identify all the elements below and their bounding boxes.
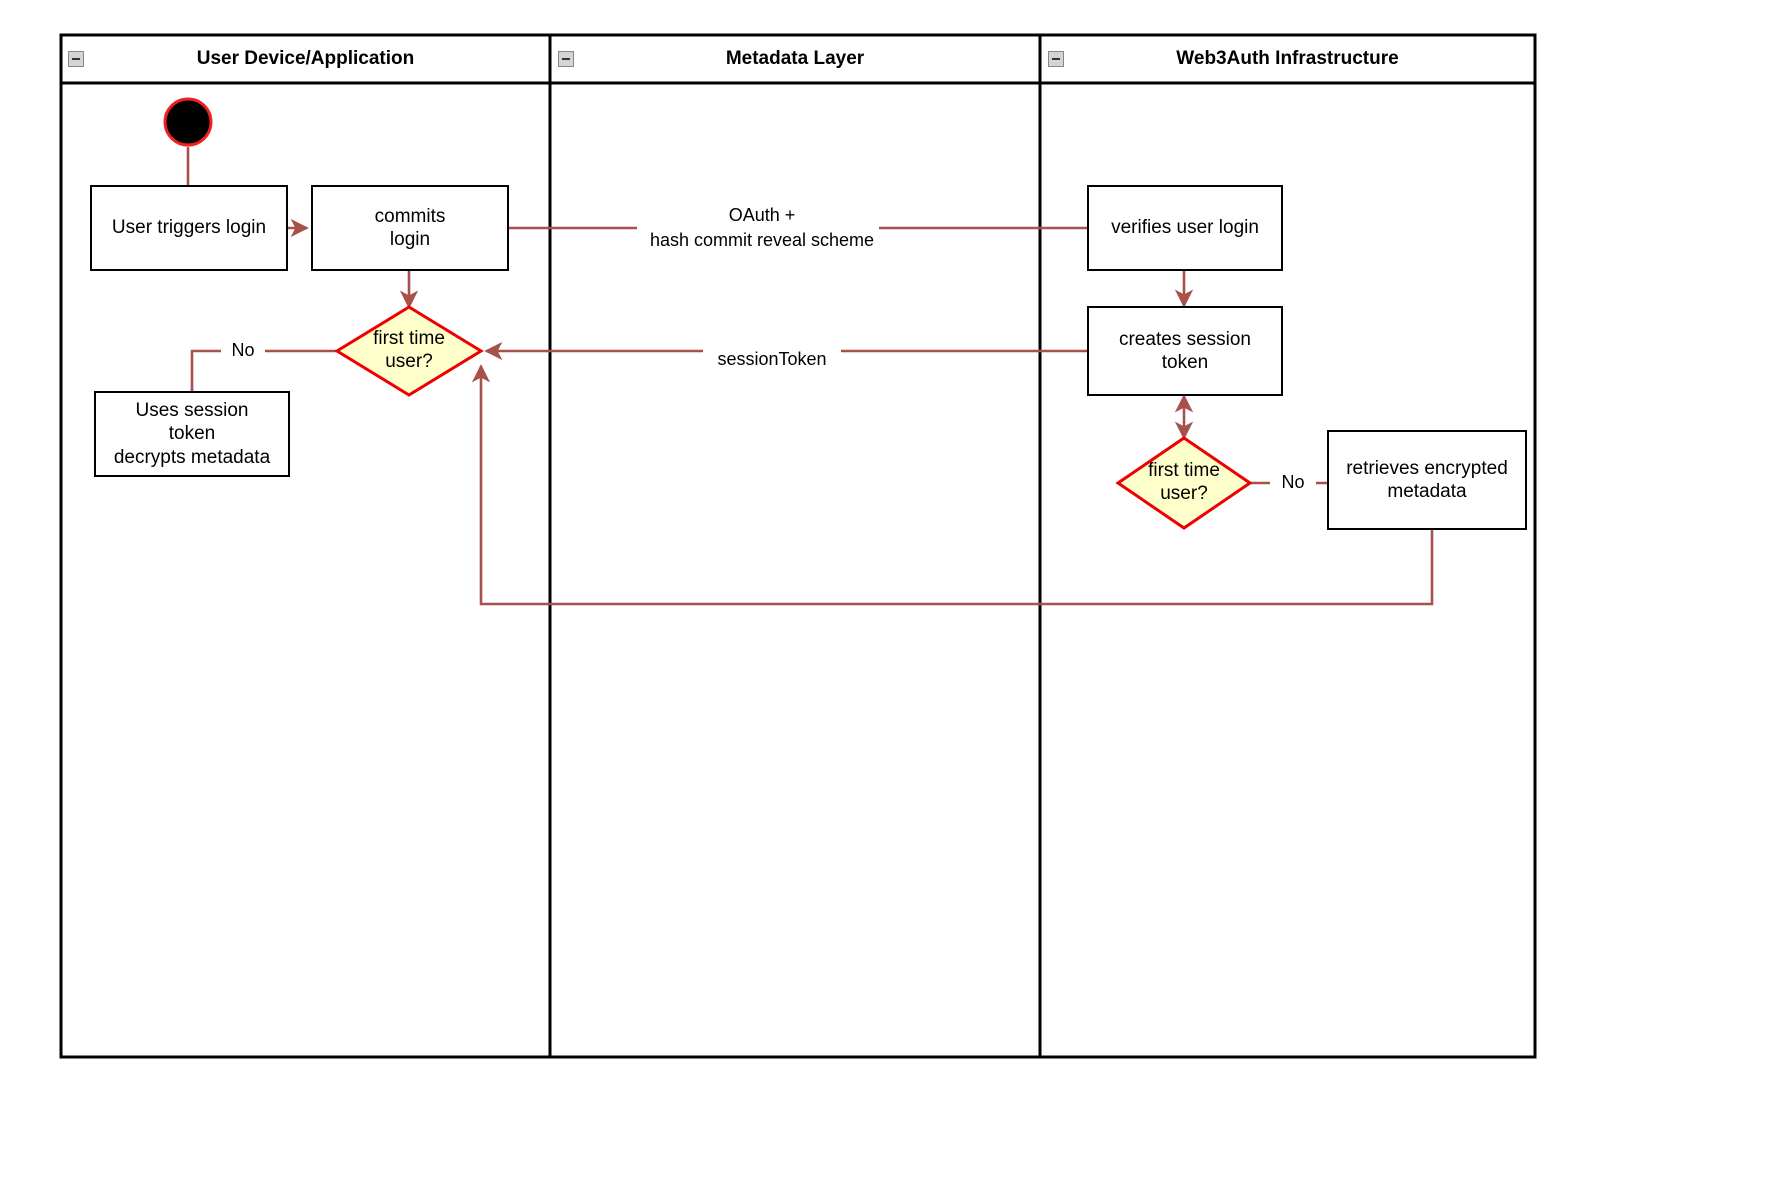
lane-header-user-device: User Device/Application xyxy=(196,48,415,69)
lane-header-web3auth: Web3Auth Infrastructure xyxy=(1176,48,1399,69)
decision-label-client: first time user? xyxy=(373,328,445,372)
node-user-triggers-login[interactable]: User triggers login xyxy=(90,185,288,271)
edge-label-no-client: No xyxy=(221,339,265,363)
collapse-minus-icon-lane-web3auth[interactable] xyxy=(1048,51,1064,67)
swimlane-frame xyxy=(59,33,1537,1059)
node-creates-session-token[interactable]: creates session token xyxy=(1087,306,1283,396)
node-uses-session-token[interactable]: Uses session token decrypts metadata xyxy=(94,391,290,477)
decision-first-time-user-client-shape xyxy=(334,305,484,397)
node-first-time-user-client[interactable]: first time user? xyxy=(337,307,481,395)
node-retrieves-encrypted-metadata[interactable]: retrieves encrypted metadata xyxy=(1327,430,1527,530)
edge-label-oauth-line2: hash commit reveal scheme xyxy=(649,230,875,250)
decision-shapes xyxy=(334,305,1253,530)
edge-label-session-token: sessionToken xyxy=(703,348,841,372)
edge-decision-client-no-2 xyxy=(190,349,221,391)
connector-edges: retrieves encrypted metadata --> Uses se… xyxy=(186,147,1434,606)
decision-first-time-user-server-shape xyxy=(1115,436,1253,530)
initial-node xyxy=(163,97,213,147)
edge-label-no-server: No xyxy=(1270,471,1316,495)
node-commits-login[interactable]: commits login xyxy=(311,185,509,271)
lane-header-metadata: Metadata Layer xyxy=(725,48,865,69)
edge-label-oauth-line1: OAuth + xyxy=(728,205,796,225)
node-first-time-user-server[interactable]: first time user? xyxy=(1118,438,1250,528)
edge-retrieves-return xyxy=(471,364,1434,606)
decision-label-server: first time user? xyxy=(1148,460,1220,504)
collapse-minus-icon-lane-user-device[interactable] xyxy=(68,51,84,67)
node-verifies-user-login[interactable]: verifies user login xyxy=(1087,185,1283,271)
collapse-minus-icon-lane-metadata[interactable] xyxy=(558,51,574,67)
